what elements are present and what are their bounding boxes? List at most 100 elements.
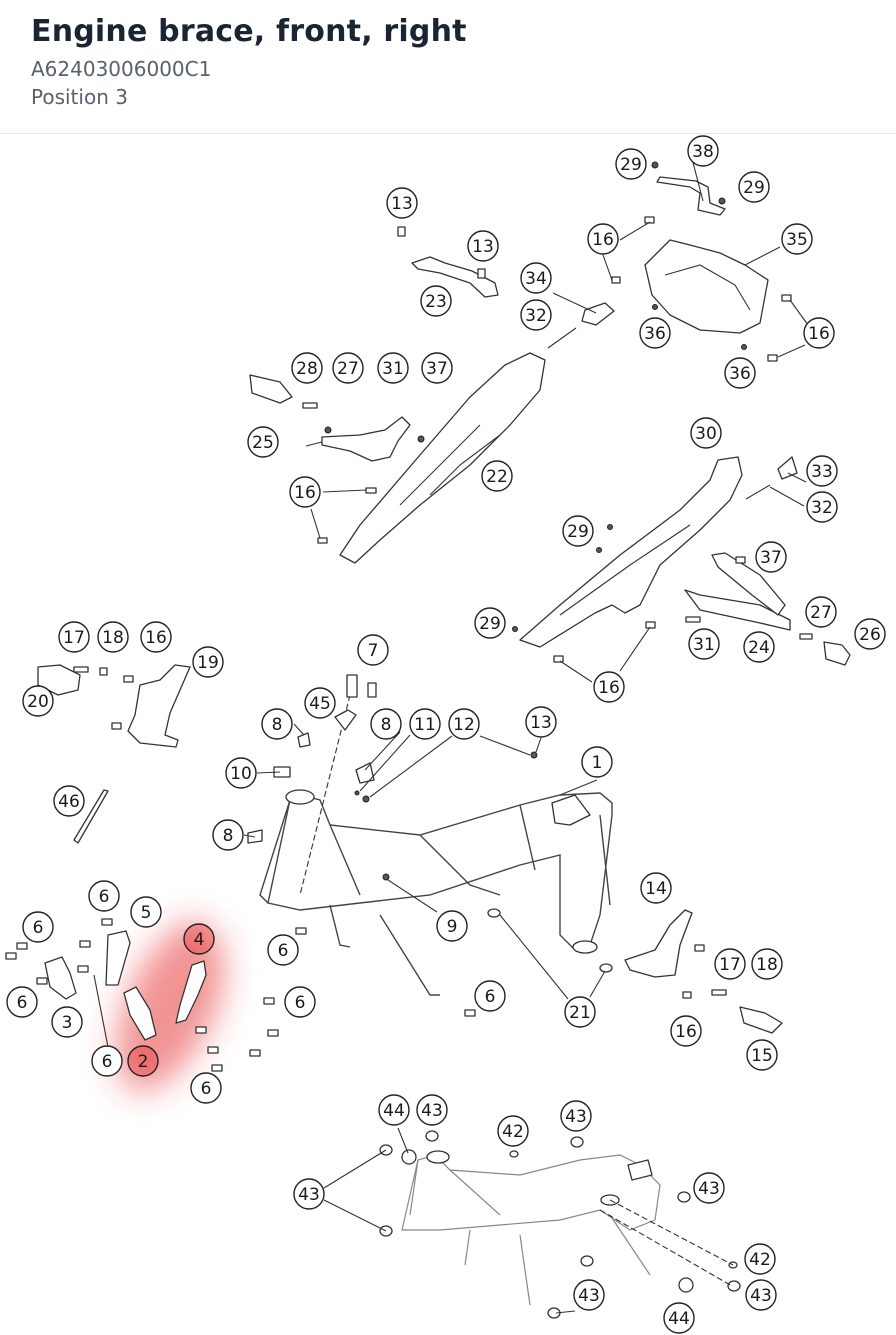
callout-32[interactable]: 32: [806, 491, 838, 523]
callout-label: 29: [567, 522, 589, 542]
callout-17[interactable]: 17: [58, 621, 90, 653]
callout-27[interactable]: 27: [332, 352, 364, 384]
callout-16[interactable]: 16: [803, 317, 835, 349]
callout-9[interactable]: 9: [436, 910, 468, 942]
callout-label: 31: [693, 635, 715, 655]
callout-17[interactable]: 17: [714, 948, 746, 980]
callout-5[interactable]: 5: [130, 896, 162, 928]
callout-29[interactable]: 29: [615, 148, 647, 180]
upper-cover-assembly: [602, 150, 809, 362]
callout-37[interactable]: 37: [421, 352, 453, 384]
callout-label: 6: [295, 993, 306, 1013]
callout-label: 43: [750, 1286, 772, 1306]
callout-16[interactable]: 16: [593, 671, 625, 703]
callout-label: 38: [692, 142, 714, 162]
callout-8[interactable]: 8: [261, 708, 293, 740]
callout-16[interactable]: 16: [140, 621, 172, 653]
callout-36[interactable]: 36: [724, 357, 756, 389]
callout-33[interactable]: 33: [806, 455, 838, 487]
engine-brace-parts: [5, 918, 476, 1072]
callout-29[interactable]: 29: [562, 515, 594, 547]
callout-4[interactable]: 4: [183, 923, 215, 955]
callout-42[interactable]: 42: [497, 1115, 529, 1147]
callout-13[interactable]: 13: [525, 706, 557, 738]
callout-label: 15: [751, 1046, 773, 1066]
callout-10[interactable]: 10: [225, 757, 257, 789]
callout-43[interactable]: 43: [745, 1279, 777, 1311]
left-footrest-assembly: [37, 664, 191, 844]
callout-label: 35: [786, 230, 808, 250]
callout-44[interactable]: 44: [378, 1094, 410, 1126]
callout-6[interactable]: 6: [474, 980, 506, 1012]
callout-label: 43: [565, 1107, 587, 1127]
callout-1[interactable]: 1: [581, 746, 613, 778]
callout-label: 46: [58, 792, 80, 812]
callout-46[interactable]: 46: [53, 785, 85, 817]
callout-16[interactable]: 16: [670, 1015, 702, 1047]
callout-42[interactable]: 42: [744, 1243, 776, 1275]
callout-14[interactable]: 14: [640, 872, 672, 904]
callout-16[interactable]: 16: [587, 223, 619, 255]
callout-label: 9: [447, 917, 458, 937]
part-number: A62403006000C1: [31, 57, 212, 81]
callout-31[interactable]: 31: [688, 628, 720, 660]
callout-27[interactable]: 27: [805, 596, 837, 628]
callout-34[interactable]: 34: [520, 262, 552, 294]
callout-label: 6: [99, 887, 110, 907]
callout-25[interactable]: 25: [247, 426, 279, 458]
callout-13[interactable]: 13: [467, 230, 499, 262]
callout-label: 10: [230, 764, 252, 784]
callout-label: 44: [668, 1309, 690, 1329]
callout-13[interactable]: 13: [386, 187, 418, 219]
callout-label: 36: [644, 324, 666, 344]
callout-label: 27: [337, 359, 359, 379]
callout-30[interactable]: 30: [690, 417, 722, 449]
callout-31[interactable]: 31: [377, 352, 409, 384]
callout-label: 21: [569, 1003, 591, 1023]
callout-20[interactable]: 20: [22, 685, 54, 717]
callout-15[interactable]: 15: [746, 1039, 778, 1071]
callout-6[interactable]: 6: [91, 1045, 123, 1077]
callout-8[interactable]: 8: [370, 708, 402, 740]
callout-36[interactable]: 36: [639, 317, 671, 349]
callout-29[interactable]: 29: [474, 607, 506, 639]
callout-37[interactable]: 37: [755, 541, 787, 573]
callout-6[interactable]: 6: [284, 986, 316, 1018]
callout-label: 22: [486, 467, 508, 487]
callout-43[interactable]: 43: [293, 1178, 325, 1210]
callout-6[interactable]: 6: [88, 880, 120, 912]
callout-23[interactable]: 23: [420, 285, 452, 317]
callout-32[interactable]: 32: [520, 299, 552, 331]
callout-43[interactable]: 43: [693, 1172, 725, 1204]
callout-29[interactable]: 29: [738, 171, 770, 203]
callout-21[interactable]: 21: [564, 996, 596, 1028]
callout-6[interactable]: 6: [6, 986, 38, 1018]
callout-43[interactable]: 43: [573, 1279, 605, 1311]
callout-26[interactable]: 26: [854, 618, 886, 650]
callout-44[interactable]: 44: [663, 1302, 695, 1334]
callout-35[interactable]: 35: [781, 223, 813, 255]
callout-2[interactable]: 2: [127, 1045, 159, 1077]
callout-7[interactable]: 7: [357, 634, 389, 666]
callout-16[interactable]: 16: [289, 476, 321, 508]
callout-28[interactable]: 28: [291, 352, 323, 384]
callout-18[interactable]: 18: [97, 621, 129, 653]
callout-11[interactable]: 11: [409, 708, 441, 740]
callout-label: 12: [453, 715, 475, 735]
callout-6[interactable]: 6: [267, 934, 299, 966]
callout-18[interactable]: 18: [751, 948, 783, 980]
callout-8[interactable]: 8: [212, 819, 244, 851]
callout-43[interactable]: 43: [416, 1094, 448, 1126]
callout-6[interactable]: 6: [190, 1072, 222, 1104]
callout-label: 17: [719, 955, 741, 975]
callout-24[interactable]: 24: [743, 631, 775, 663]
callout-22[interactable]: 22: [481, 460, 513, 492]
callout-38[interactable]: 38: [687, 135, 719, 167]
callout-6[interactable]: 6: [22, 911, 54, 943]
callout-label: 43: [578, 1286, 600, 1306]
callout-43[interactable]: 43: [560, 1100, 592, 1132]
callout-45[interactable]: 45: [304, 687, 336, 719]
callout-12[interactable]: 12: [448, 708, 480, 740]
callout-19[interactable]: 19: [192, 646, 224, 678]
callout-3[interactable]: 3: [51, 1006, 83, 1038]
